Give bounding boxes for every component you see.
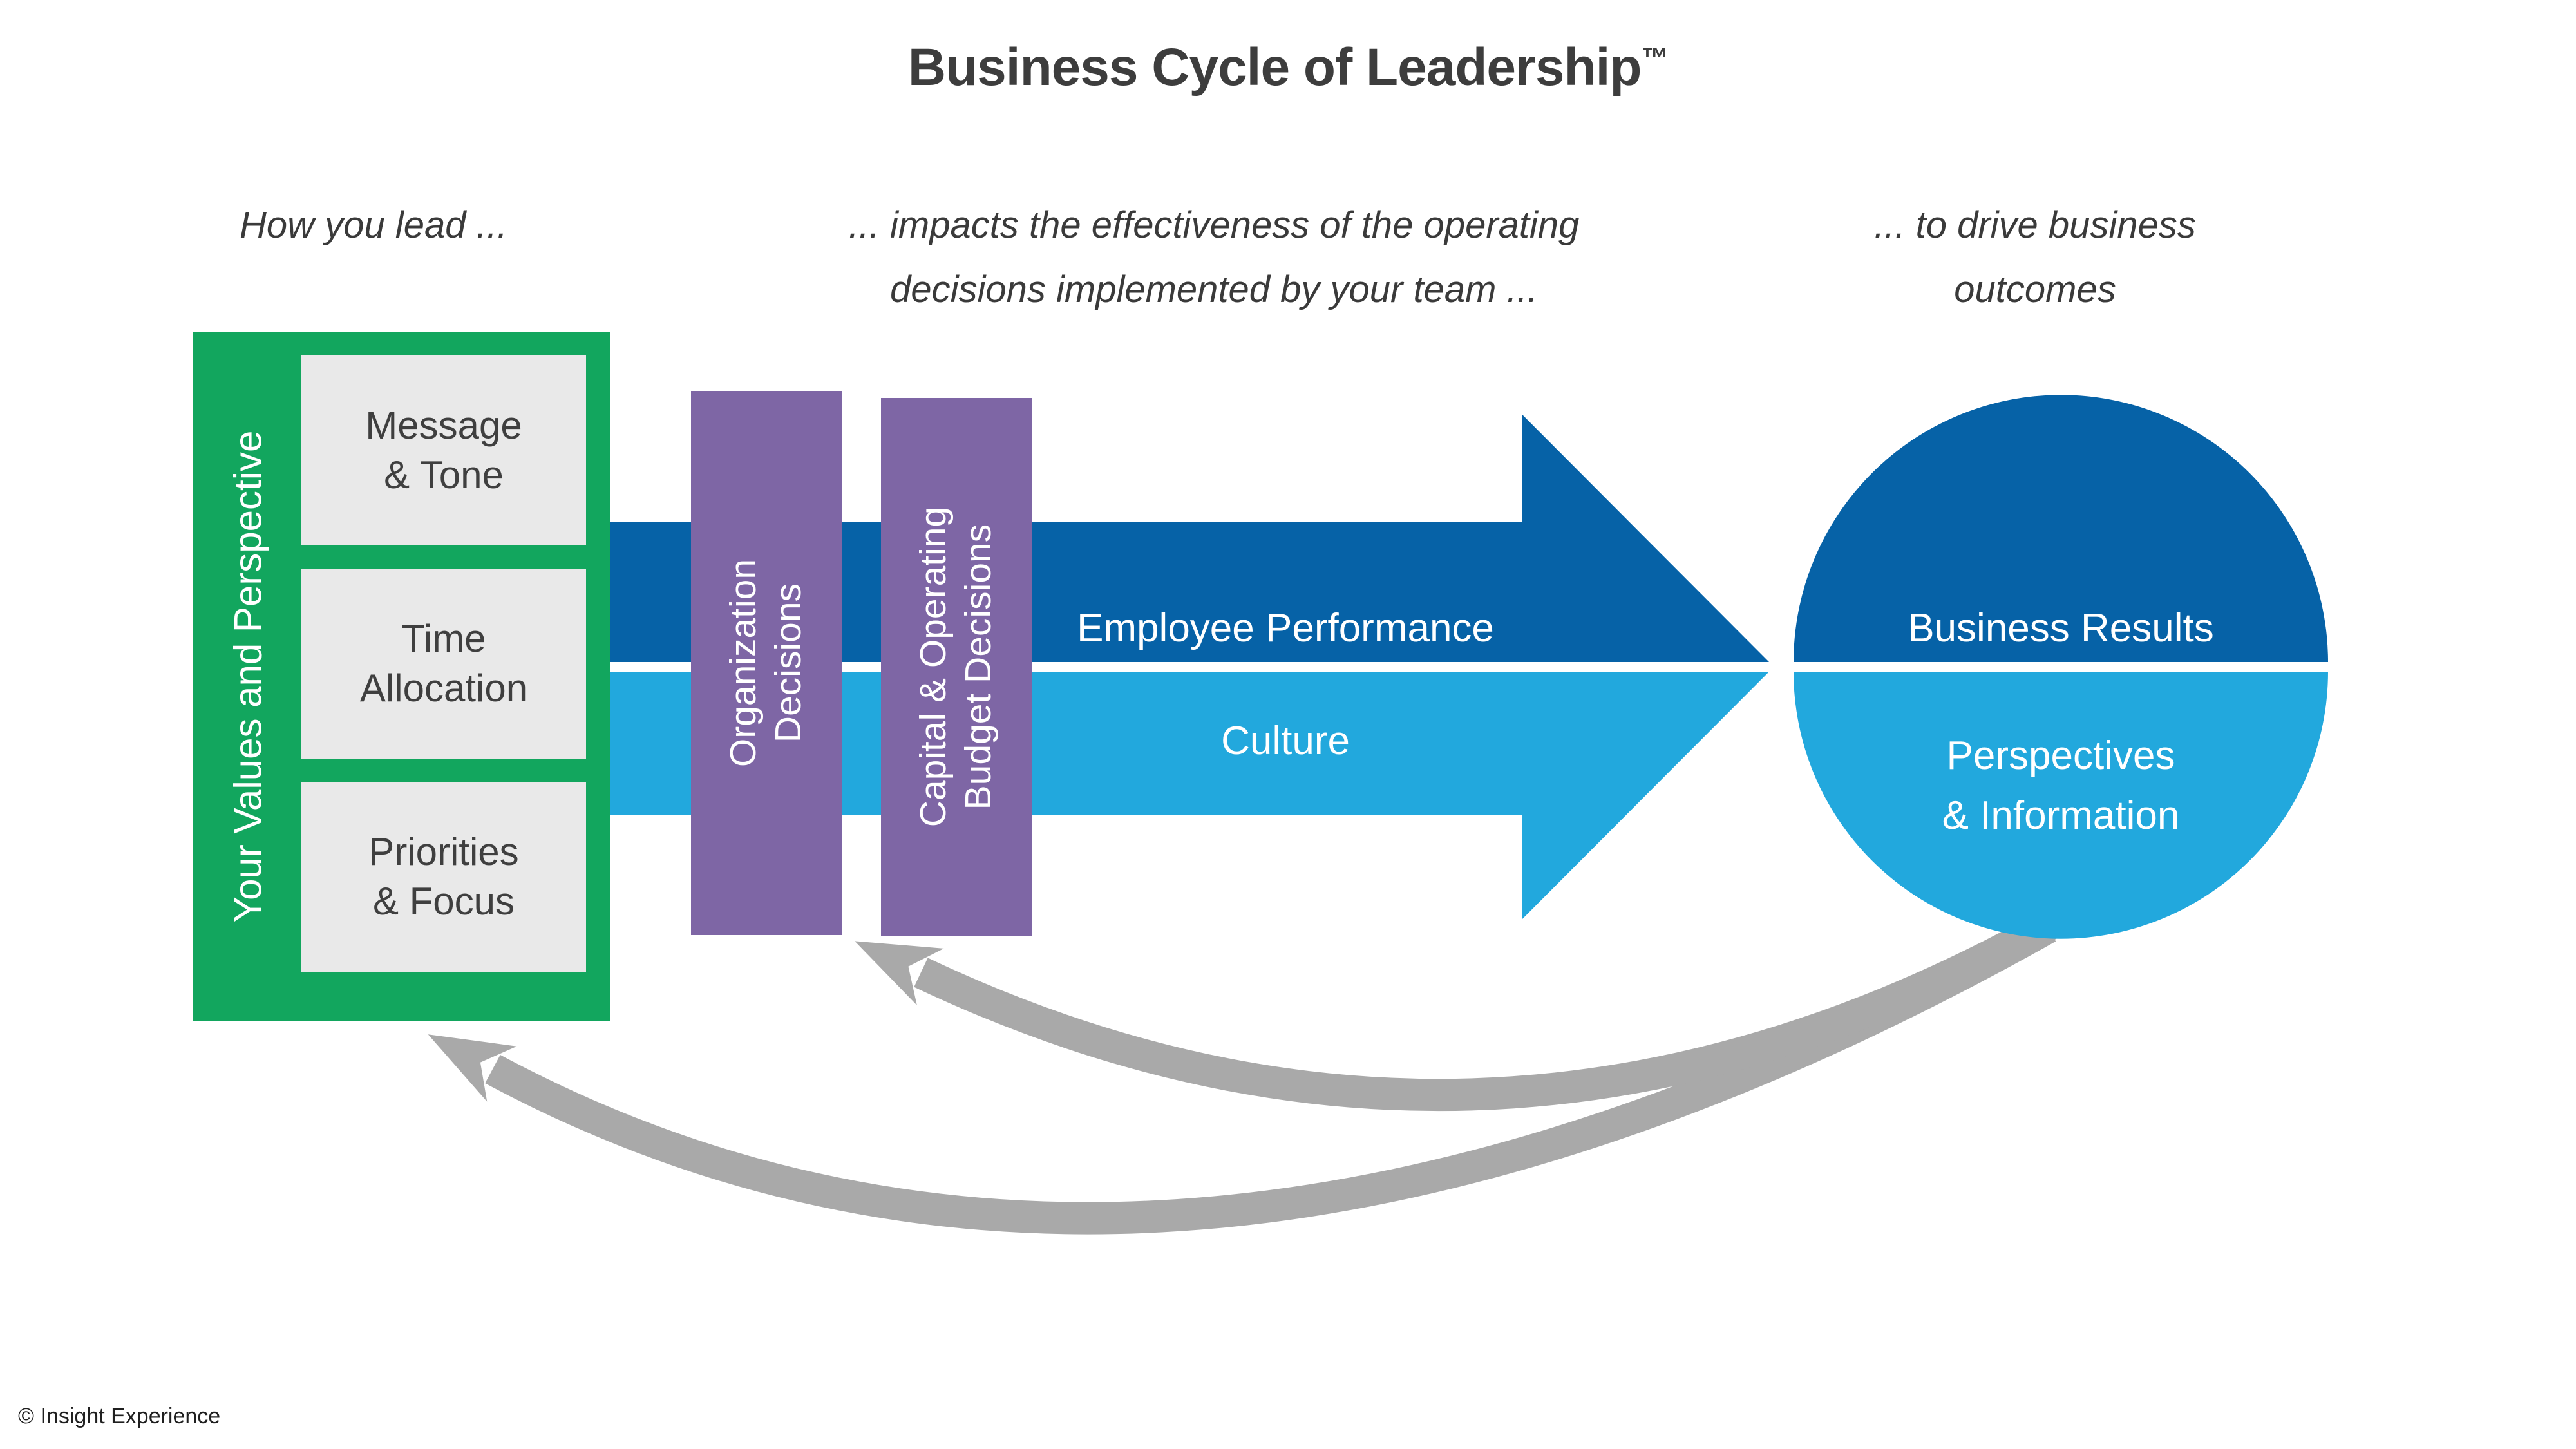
feedback-arrow-inner bbox=[855, 878, 2114, 1112]
header-impacts-decisions: ... impacts the effectiveness of the ope… bbox=[702, 193, 1726, 322]
header-how-you-lead: How you lead ... bbox=[240, 204, 507, 246]
header-impacts-line2: decisions implemented by your team ... bbox=[890, 268, 1538, 310]
outcome-circle-top-half bbox=[1794, 395, 2328, 662]
values-item-time-allocation: Time Allocation bbox=[301, 569, 586, 759]
header-impacts-line1: ... impacts the effectiveness of the ope… bbox=[848, 204, 1580, 246]
decision-column-organization: Organization Decisions bbox=[691, 391, 842, 935]
outcome-circle-bottom-half bbox=[1794, 672, 2328, 939]
page-title: Business Cycle of Leadership™ bbox=[0, 37, 2576, 98]
values-item-line: Message bbox=[365, 403, 522, 447]
decision-line: Organization bbox=[723, 558, 764, 768]
page-title-text: Business Cycle of Leadership bbox=[907, 38, 1642, 97]
values-panel-label-wrap: Your Values and Perspective bbox=[193, 332, 303, 1021]
trademark-symbol: ™ bbox=[1641, 43, 1669, 73]
feedback-arrow-outer bbox=[428, 913, 2056, 1235]
header-business-outcomes: ... to drive business outcomes bbox=[1829, 193, 2241, 322]
decision-column-capital-budget: Capital & Operating Budget Decisions bbox=[881, 398, 1032, 936]
flow-arrow-bottom-label: Culture bbox=[1221, 718, 1350, 763]
circle-bottom-label: Perspectives & Information bbox=[1794, 683, 2328, 889]
values-item-line: Priorities bbox=[368, 829, 519, 873]
values-panel-label: Your Values and Perspective bbox=[226, 430, 270, 922]
flow-arrow-top-label: Employee Performance bbox=[1077, 605, 1494, 650]
circle-bottom-line1: Perspectives bbox=[1946, 734, 2175, 778]
values-item-line: Time bbox=[401, 616, 486, 660]
values-item-line: & Tone bbox=[384, 453, 504, 497]
decision-column-capital-budget-label: Capital & Operating Budget Decisions bbox=[911, 507, 1001, 827]
header-outcomes-line1: ... to drive business bbox=[1874, 204, 2196, 246]
circle-bottom-line2: & Information bbox=[1942, 793, 2180, 838]
circle-top-label: Business Results bbox=[1908, 605, 2214, 650]
values-item-line: Allocation bbox=[359, 666, 528, 710]
decision-line: Decisions bbox=[768, 583, 809, 743]
values-item-line: & Focus bbox=[372, 879, 515, 923]
values-item-message-tone: Message & Tone bbox=[301, 355, 586, 545]
header-outcomes-line2: outcomes bbox=[1954, 268, 2116, 310]
values-item-priorities-focus: Priorities & Focus bbox=[301, 782, 586, 972]
copyright-text: © Insight Experience bbox=[18, 1404, 221, 1428]
decision-line: Capital & Operating bbox=[913, 506, 954, 828]
decision-line: Budget Decisions bbox=[958, 524, 999, 810]
decision-column-organization-label: Organization Decisions bbox=[721, 559, 811, 767]
